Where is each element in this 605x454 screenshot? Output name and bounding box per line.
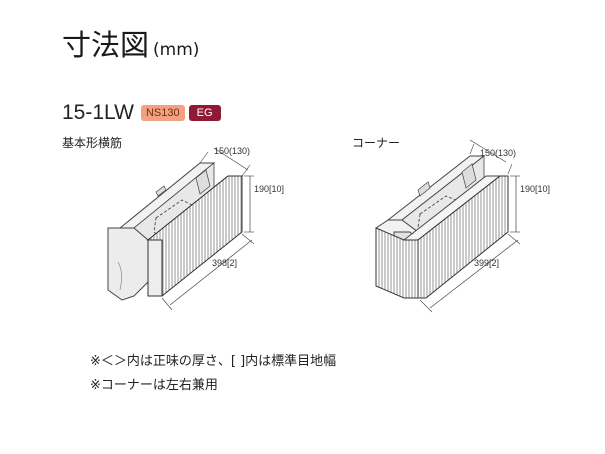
product-header: 15-1LW NS130 EG — [62, 101, 225, 124]
model-number: 15-1LW — [62, 101, 134, 124]
basic-block-drawing — [107, 147, 255, 311]
corner-height-label: 190[10] — [520, 184, 551, 194]
corner-block-drawing — [375, 139, 521, 313]
title-text: 寸法図 — [62, 28, 150, 62]
note-corner: ※コーナーは左右兼用 — [90, 378, 218, 393]
page-title: 寸法図(mm) — [62, 22, 199, 64]
basic-width-label: 150(130) — [214, 146, 251, 156]
diagram-label-basic: 基本形横筋 — [62, 136, 123, 150]
basic-height-label: 190[10] — [254, 184, 285, 194]
badge-eg: EG — [188, 105, 221, 121]
diagram-label-corner: コーナー — [352, 136, 401, 150]
corner-length-label: 399[2] — [474, 258, 500, 268]
corner-width-label: 150(130) — [480, 148, 517, 158]
note-thickness: ※＜＞内は正味の厚さ、[ ]内は標準目地幅 — [90, 354, 337, 369]
title-unit: (mm) — [153, 40, 200, 60]
basic-length-label: 398[2] — [212, 258, 238, 268]
badge-ns130: NS130 — [140, 105, 185, 121]
